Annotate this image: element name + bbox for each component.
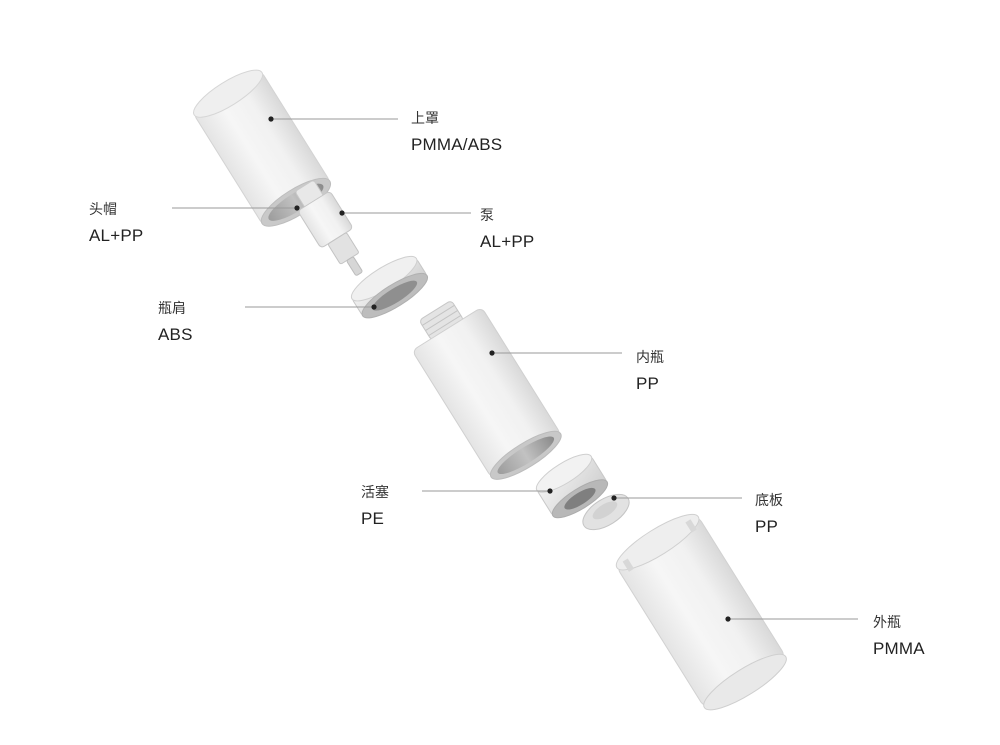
part-name: 上罩 xyxy=(411,110,439,126)
inner-bottle-shape xyxy=(413,301,562,480)
part-name: 底板 xyxy=(755,492,783,508)
anchor-dots xyxy=(268,116,731,622)
part-material: PP xyxy=(636,373,660,393)
part-material: AL+PP xyxy=(480,231,535,251)
part-name: 活塞 xyxy=(361,484,389,500)
label-base-plate: 底板 PP xyxy=(755,492,783,537)
anchor-dot-cap xyxy=(268,116,274,122)
piston-shape xyxy=(535,453,609,519)
label-shoulder: 瓶肩 ABS xyxy=(158,300,193,345)
part-material: PMMA/ABS xyxy=(411,134,503,154)
part-material: AL+PP xyxy=(89,225,144,245)
label-pump: 泵 AL+PP xyxy=(480,207,534,252)
shoulder-shape xyxy=(350,255,429,319)
label-cap: 上罩 PMMA/ABS xyxy=(411,110,502,155)
part-material: PE xyxy=(361,508,385,528)
part-name: 内瓶 xyxy=(636,349,664,365)
part-name: 泵 xyxy=(480,207,494,223)
label-inner-bottle: 内瓶 PP xyxy=(636,349,664,394)
anchor-dot-shoulder xyxy=(371,304,377,310)
pump-assembly-shape xyxy=(295,180,363,276)
anchor-dot-outer-bottle xyxy=(725,616,731,622)
anchor-dot-inner-bottle xyxy=(489,350,495,356)
part-material: ABS xyxy=(158,324,193,344)
anchor-dot-pump xyxy=(339,210,345,216)
part-material: PP xyxy=(755,516,779,536)
label-piston: 活塞 PE xyxy=(361,484,389,529)
part-name: 瓶肩 xyxy=(158,300,186,316)
part-name: 头帽 xyxy=(89,201,117,217)
anchor-dot-base-plate xyxy=(611,495,617,501)
anchor-dot-piston xyxy=(547,488,553,494)
part-name: 外瓶 xyxy=(873,614,901,630)
part-material: PMMA xyxy=(873,638,925,658)
leader-lines xyxy=(172,118,858,620)
anchor-dot-actuator xyxy=(294,205,300,211)
outer-bottle-shape xyxy=(615,513,787,711)
label-actuator: 头帽 AL+PP xyxy=(89,201,143,246)
label-outer-bottle: 外瓶 PMMA xyxy=(873,614,925,659)
